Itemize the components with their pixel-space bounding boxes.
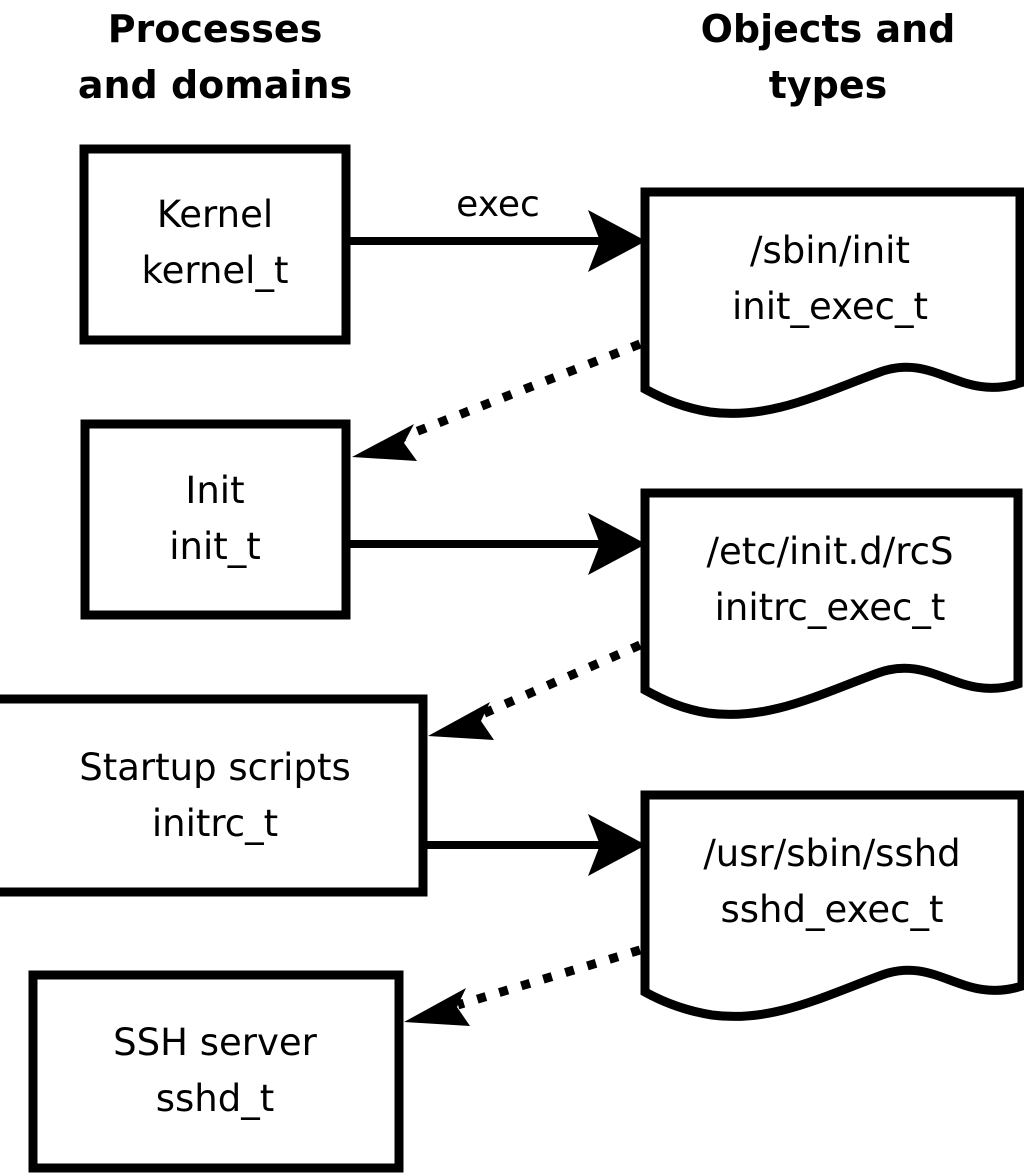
object-node-initrc_exec-type: initrc_exec_t (715, 586, 946, 629)
process-node-initrc[interactable]: Startup scripts initrc_t (0, 694, 428, 897)
object-node-initrc_exec-path: /etc/init.d/rcS (706, 530, 953, 573)
process-node-init-type: init_t (169, 525, 261, 568)
column-header-processes-line2: and domains (78, 63, 352, 107)
edge-kernel-exec-init_exec: exec (350, 184, 646, 272)
process-node-kernel[interactable]: Kernel kernel_t (79, 144, 351, 345)
edge-line-sshd_exec-sshd (456, 945, 642, 1010)
column-header-processes: Processes and domains (78, 7, 352, 107)
process-node-sshd-box[interactable] (28, 970, 404, 1173)
edge-sshd_exec-to-sshd (404, 945, 642, 1026)
edge-initrc_exec-to-initrc (428, 640, 642, 740)
process-node-init-name: Init (185, 469, 244, 512)
process-node-sshd-type: sshd_t (156, 1077, 275, 1120)
process-node-kernel-box[interactable] (79, 144, 351, 345)
object-node-init_exec-shape[interactable] (640, 187, 1024, 418)
column-header-processes-line1: Processes (108, 7, 323, 51)
process-node-kernel-name: Kernel (157, 193, 273, 236)
column-header-objects-line1: Objects and (701, 7, 956, 51)
object-node-sshd_exec[interactable]: /usr/sbin/sshd sshd_exec_t (640, 790, 1024, 1021)
arrow-head-kernel-init_exec (588, 210, 646, 272)
arrow-head-initrc_exec-initrc (428, 702, 494, 740)
process-node-init[interactable]: Init init_t (80, 419, 351, 620)
object-node-sshd_exec-path: /usr/sbin/sshd (703, 832, 960, 875)
column-header-objects: Objects and types (701, 7, 956, 107)
object-node-init_exec-type: init_exec_t (732, 285, 928, 328)
process-node-sshd[interactable]: SSH server sshd_t (28, 970, 404, 1173)
process-node-initrc-type: initrc_t (152, 802, 278, 845)
process-node-initrc-box[interactable] (0, 694, 428, 897)
edge-line-initrc_exec-initrc (476, 640, 642, 721)
object-node-sshd_exec-type: sshd_exec_t (721, 888, 944, 931)
edge-line-init_exec-init (398, 339, 642, 443)
arrow-head-initrc-sshd_exec (588, 814, 646, 876)
object-node-init_exec[interactable]: /sbin/init init_exec_t (640, 187, 1024, 418)
edge-initrc-exec-sshd_exec (427, 814, 646, 876)
edge-init-exec-initrc_exec (350, 513, 646, 575)
edge-label-exec: exec (456, 184, 540, 225)
process-node-init-box[interactable] (80, 419, 351, 620)
process-node-sshd-name: SSH server (113, 1021, 317, 1064)
edge-init_exec-to-init (352, 339, 642, 461)
column-header-objects-line2: types (769, 63, 888, 107)
process-node-kernel-type: kernel_t (142, 249, 289, 292)
arrow-head-init_exec-init (352, 424, 417, 461)
arrow-head-sshd_exec-sshd (404, 988, 470, 1026)
object-node-init_exec-path: /sbin/init (750, 229, 910, 272)
object-node-sshd_exec-shape[interactable] (640, 790, 1024, 1021)
process-node-initrc-name: Startup scripts (79, 746, 350, 789)
object-node-initrc_exec[interactable]: /etc/init.d/rcS initrc_exec_t (640, 488, 1023, 719)
object-node-initrc_exec-shape[interactable] (640, 488, 1023, 719)
arrow-head-init-initrc_exec (588, 513, 646, 575)
